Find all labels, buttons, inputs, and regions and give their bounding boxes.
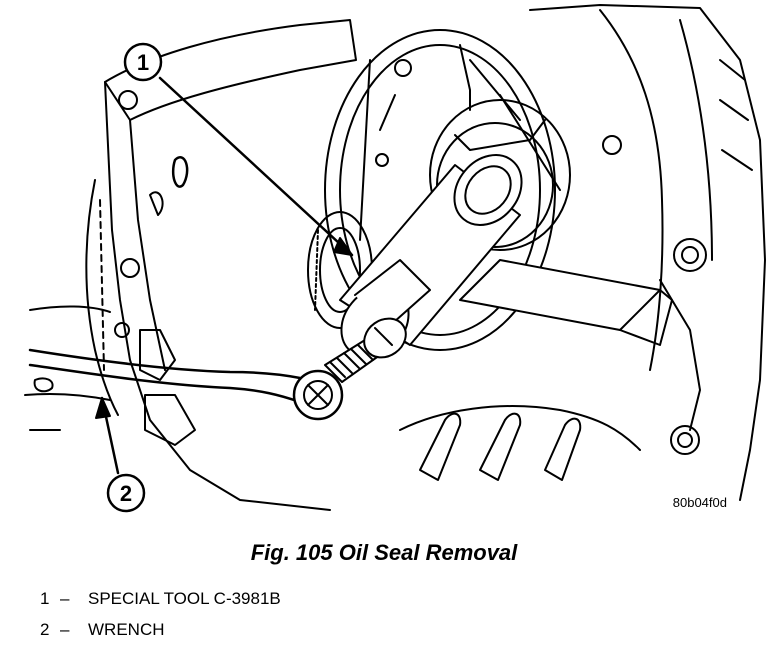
oil-seal-removal-illustration: 1 2 80b04f0d xyxy=(24,4,766,513)
transmission-housing-left xyxy=(85,19,357,511)
callout-2-leader xyxy=(95,396,146,513)
oil-pan-slots xyxy=(399,405,641,481)
legend-label: SPECIAL TOOL C-3981B xyxy=(88,589,281,608)
figure-code: 80b04f0d xyxy=(673,495,727,510)
tool-handle-bar xyxy=(459,259,673,346)
callout-1-leader xyxy=(123,42,354,257)
tool-screw xyxy=(324,317,407,383)
callout-2-number: 2 xyxy=(120,481,132,506)
callout-1-number: 1 xyxy=(137,50,149,75)
drive-plate xyxy=(324,29,561,351)
legend-item: 1–SPECIAL TOOL C-3981B xyxy=(40,583,281,614)
mounting-plate xyxy=(24,305,111,431)
legend-dash: – xyxy=(60,589,70,608)
legend-number: 1 xyxy=(40,589,50,608)
figure-caption: Fig. 105 Oil Seal Removal xyxy=(250,540,518,565)
legend: 1–SPECIAL TOOL C-3981B 2–WRENCH xyxy=(40,583,281,645)
wrench-tool xyxy=(28,348,344,421)
engine-block-right xyxy=(529,4,766,501)
legend-number: 2 xyxy=(40,620,50,639)
legend-dash: – xyxy=(60,620,70,639)
legend-label: WRENCH xyxy=(88,620,165,639)
legend-item: 2–WRENCH xyxy=(40,614,281,645)
